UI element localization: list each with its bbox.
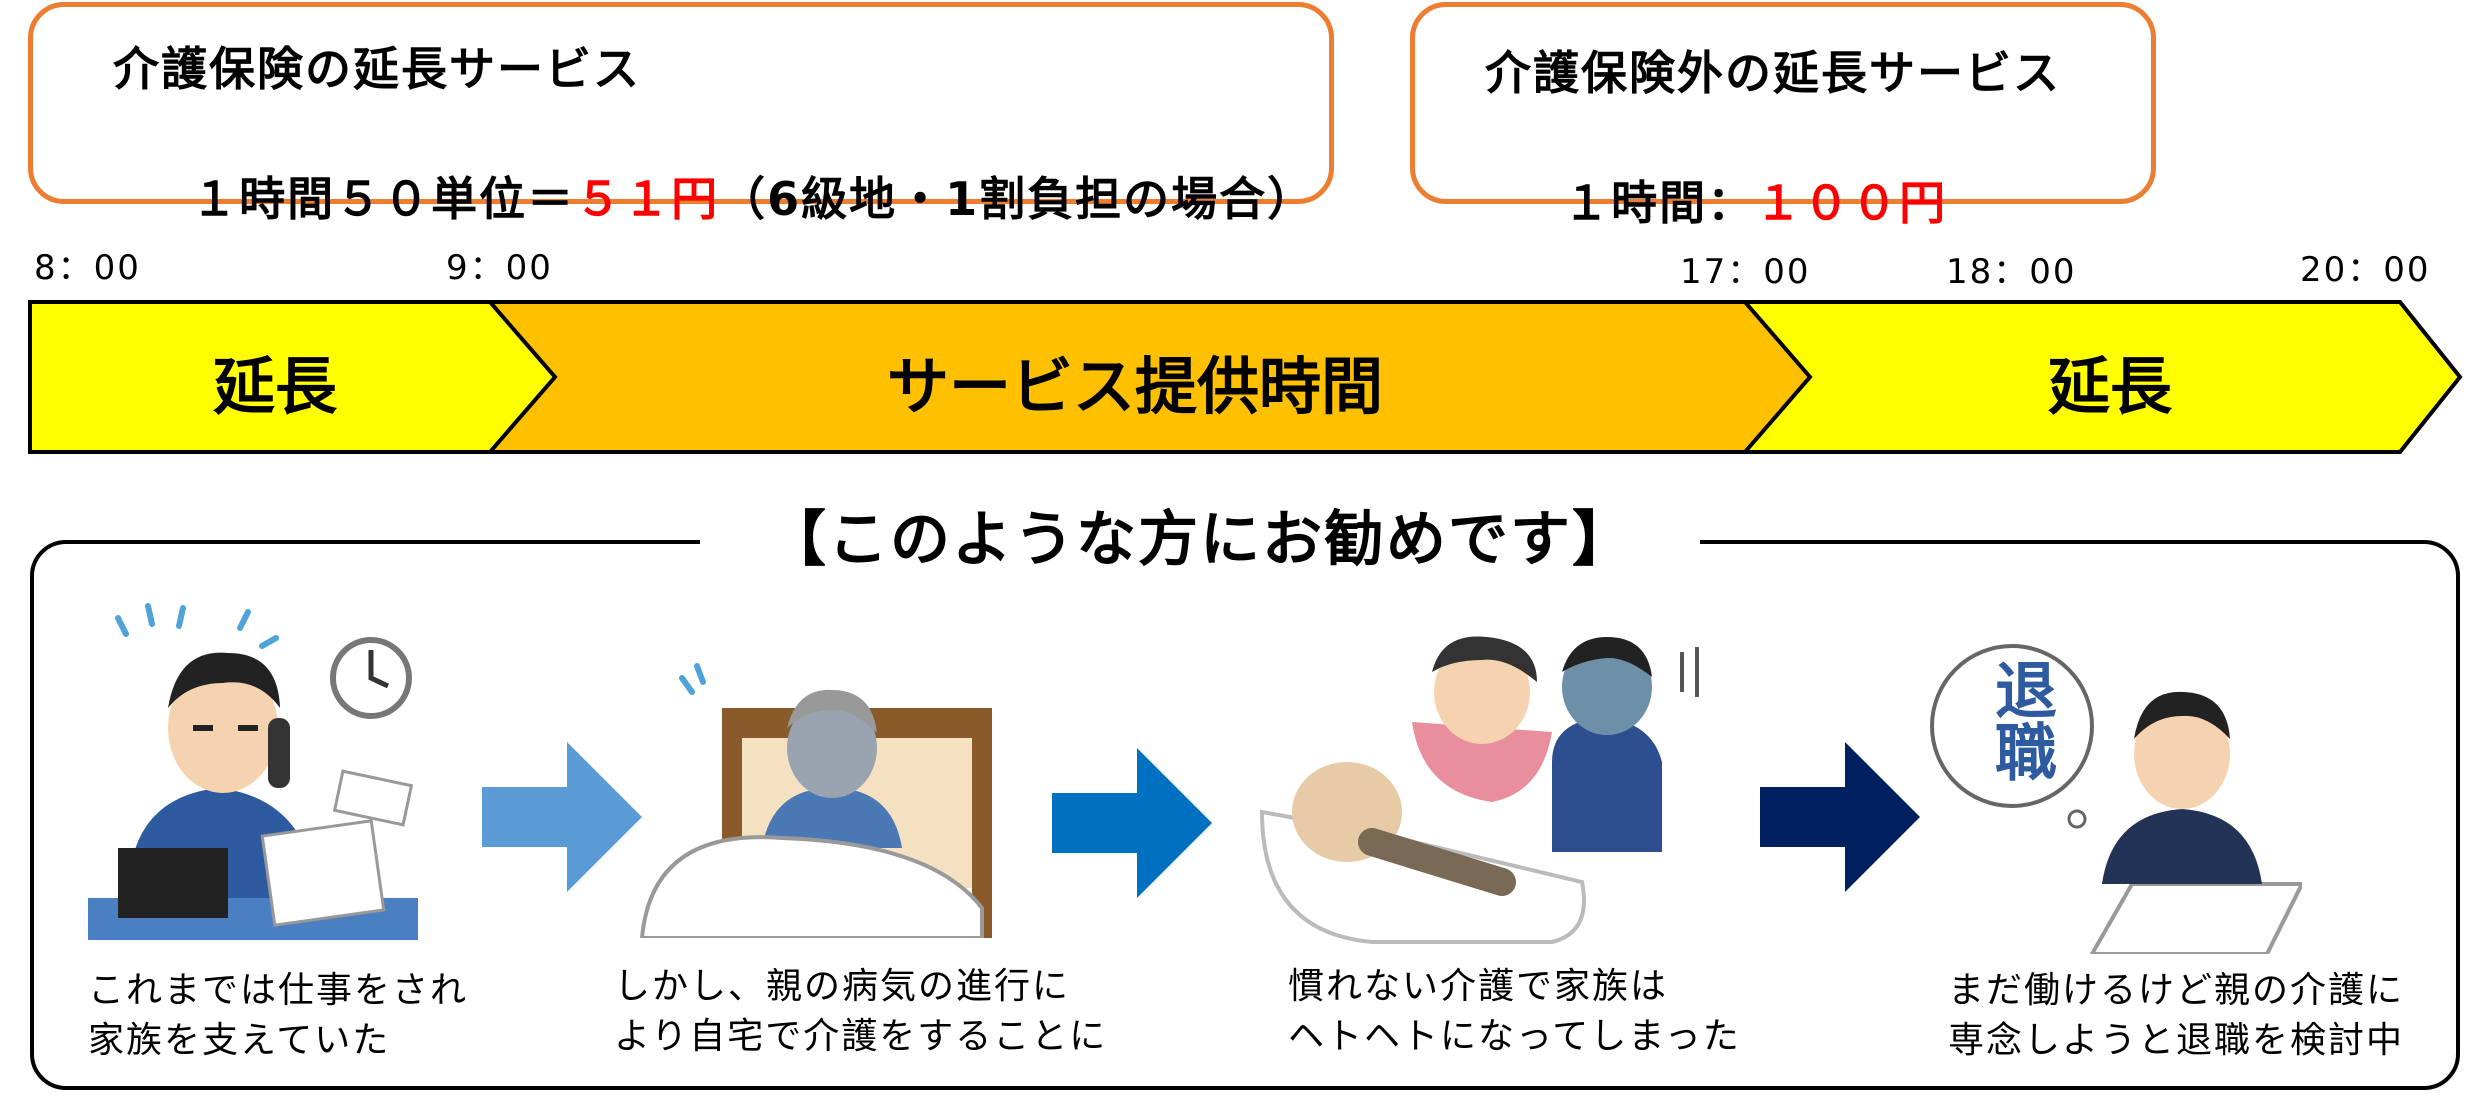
insurance-extension-price-line: １時間５０単位＝５１円（6級地・1割負担の場合） [119,103,1315,295]
insurance-extension-box: 介護保険の延長サービス １時間５０単位＝５１円（6級地・1割負担の場合） [28,2,1334,226]
time-label-17: 17：00 [1680,252,1811,292]
price-prefix: １時間： [1563,176,1756,230]
time-label-20: 20：00 [2300,250,2431,290]
price-highlight: ５１円 [575,172,720,226]
considering-retirement-icon [1930,644,2302,954]
step-caption-2: しかし、親の病気の進行に より自宅で介護をすることに [614,966,1108,1057]
timeline-segment-extension-right [1740,300,2463,454]
flow-arrow-icon-1 [482,742,642,892]
retirement-bubble-text: 退職 [1984,658,2057,782]
segment-label-service-hours: サービス提供時間 [886,350,1383,423]
timeline-bar [28,300,2463,454]
segment-label-extension-right: 延長 [2047,350,2172,423]
flow-arrow-icon-3 [1760,742,1920,892]
non-insurance-extension-box: 介護保険外の延長サービス １時間：１００円 [1410,2,2156,230]
segment-label-extension-left: 延長 [212,350,337,423]
step-caption-1: これまでは仕事をされ 家族を支えていた [88,970,469,1061]
time-label-9: 9：00 [446,248,553,288]
insurance-extension-title: 介護保険の延長サービス [113,42,641,96]
step-caption-4: まだ働けるけど親の介護に 専念しようと退職を検討中 [1948,970,2405,1061]
time-label-18: 18：00 [1946,252,2077,292]
non-insurance-extension-title: 介護保険外の延長サービス [1485,46,2061,100]
price-prefix: １時間５０単位＝ [191,172,576,226]
exhausted-family-caregivers-icon [1259,636,1699,944]
sick-parent-in-bed-icon [639,663,992,938]
non-insurance-extension-price-line: １時間：１００円 [1491,107,1947,299]
time-label-8: 8：00 [34,248,141,288]
price-highlight: １００円 [1755,176,1948,230]
recommend-title: 【このような方にお勧めです】 [700,500,1700,580]
flow-arrow-icon-2 [1052,748,1212,898]
busy-office-worker-icon [88,603,418,940]
step-caption-3: 慣れない介護で家族は ヘトヘトになってしまった [1288,966,1741,1057]
price-suffix: （6級地・1割負担の場合） [719,172,1316,226]
